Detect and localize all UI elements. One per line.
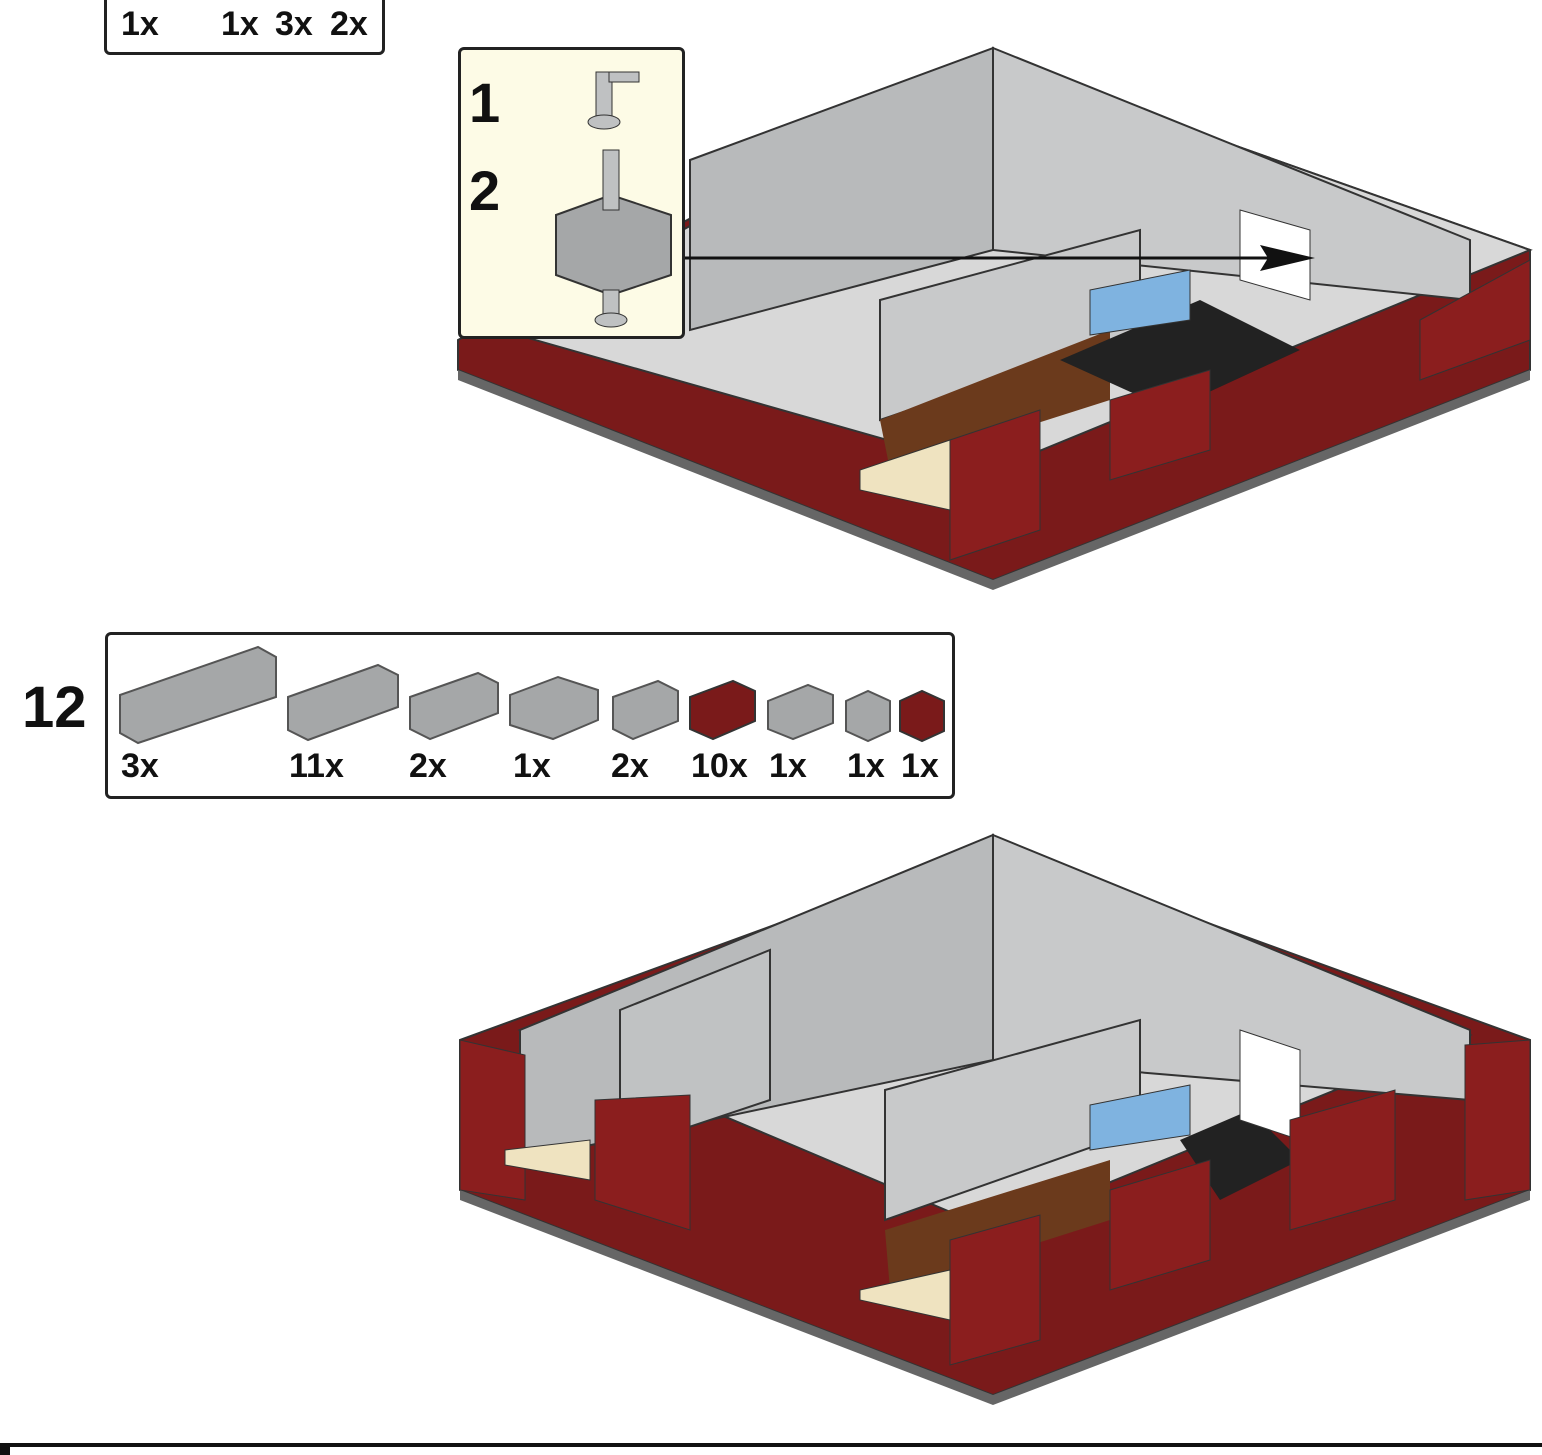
part-qty: 1x (221, 5, 259, 43)
page-corner-marker (0, 1443, 10, 1455)
part-qty: 3x (121, 747, 159, 785)
step-number: 12 (22, 675, 87, 740)
part-qty: 2x (330, 5, 368, 43)
parts-icons (119, 645, 945, 745)
substep-number: 2 (469, 159, 501, 222)
previous-parts-list: 1x 1x 3x 2x (104, 0, 385, 55)
part-qty: 3x (275, 5, 313, 43)
part-qty: 1x (769, 747, 807, 785)
faucet-assembly-icon (555, 71, 672, 328)
part-qty: 1x (847, 747, 885, 785)
part-qty: 2x (611, 747, 649, 785)
part-qty: 1x (901, 747, 939, 785)
part-qty: 11x (289, 747, 344, 785)
part-qty: 10x (691, 747, 748, 785)
page-bottom-rule (0, 1443, 1542, 1447)
part-qty: 2x (409, 747, 447, 785)
part-qty: 1x (121, 5, 159, 43)
placement-arrow-icon (685, 245, 1315, 271)
part-qty: 1x (513, 747, 551, 785)
sub-assembly-callout: 1 2 (458, 47, 685, 339)
substep-number: 1 (469, 71, 501, 134)
parts-list: 3x 11x 2x 1x 2x 10x 1x 1x 1x (105, 632, 955, 799)
